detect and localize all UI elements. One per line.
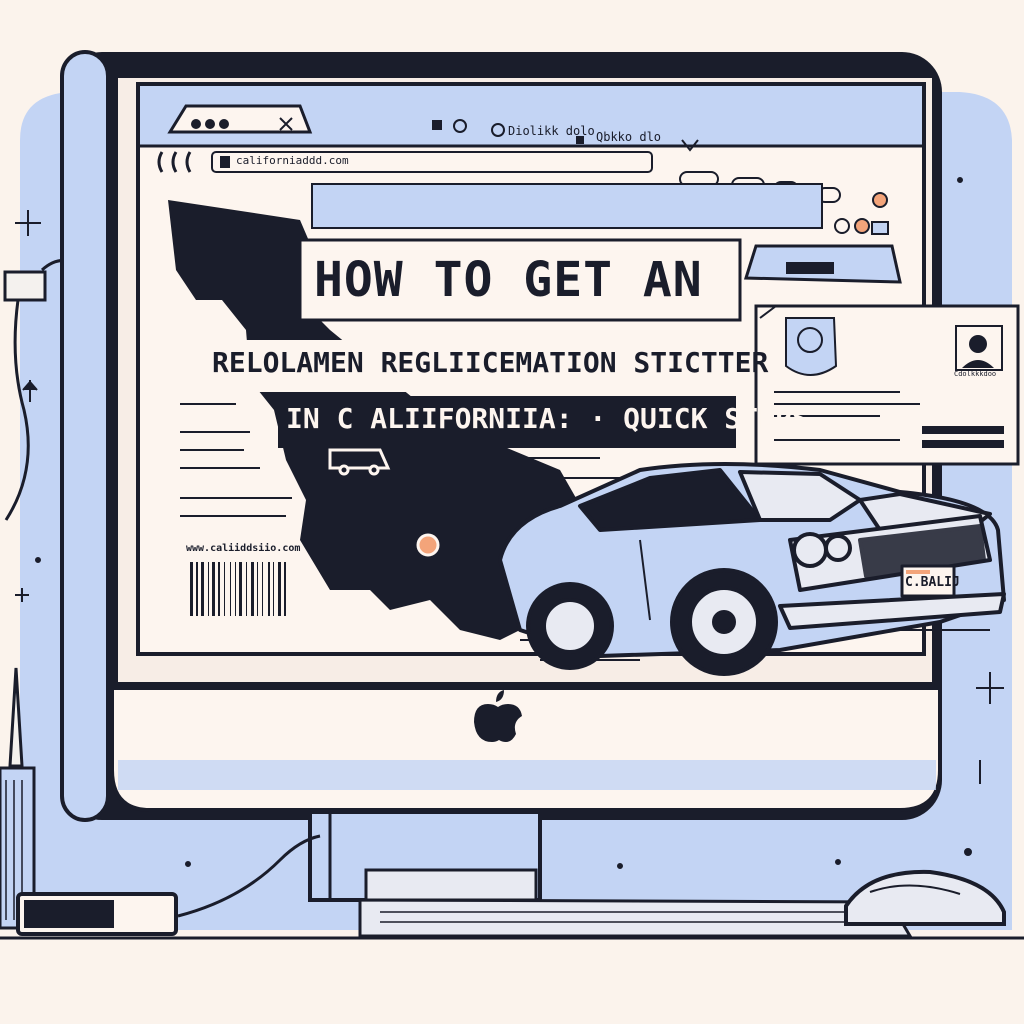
mouse: [844, 869, 1006, 926]
usb-cable: [177, 834, 321, 918]
barcode-bar: [246, 562, 247, 616]
barcode-bar: [224, 562, 225, 616]
tab-dot-icon: [205, 119, 215, 129]
toolbar-arrow-icon[interactable]: [681, 139, 699, 152]
nav-forward-icon[interactable]: [171, 151, 178, 173]
toolbar-clock-icon[interactable]: [453, 119, 467, 133]
headline-band-3: [278, 396, 736, 448]
headline-band-2: [208, 340, 748, 392]
barcode-bar: [268, 562, 270, 616]
headline-line-1: HOW TO GET AN: [314, 252, 703, 308]
car-illustration: [498, 462, 1006, 676]
toolbar-user-icon[interactable]: [491, 123, 505, 137]
barcode-bar: [273, 562, 274, 616]
barcode-bar: [278, 562, 281, 616]
headline-band-1: [298, 238, 742, 322]
toolbar-text: Qbkko dlo: [596, 130, 662, 144]
browser-tab-label[interactable]: Diolikk dolo: [508, 124, 595, 138]
address-bar-text[interactable]: californiaddd.com: [236, 154, 349, 167]
lock-icon: [220, 156, 230, 168]
monitor-chin: [110, 686, 942, 812]
barcode-bar: [239, 562, 242, 616]
state-seal-icon: [785, 317, 838, 376]
window-button-icon[interactable]: [834, 218, 850, 234]
tab-dot-icon: [191, 119, 201, 129]
barcode-bar: [218, 562, 220, 616]
barcode-bar: [235, 562, 236, 616]
browser-tab[interactable]: [167, 104, 313, 134]
barcode-bar: [230, 562, 231, 616]
window-button-icon[interactable]: [872, 192, 888, 208]
location-pin-icon: [416, 533, 440, 557]
barcode-bar: [251, 562, 254, 616]
headline-line-2: RELOLAMEN REGLIICEMATION STICTTER: [212, 346, 769, 379]
headline-line-3: IN C ALIIFORNIIA: · QUICK STEPS: [286, 402, 809, 435]
keyboard: [358, 898, 913, 938]
barcode-bar: [262, 562, 263, 616]
barcode-bar: [212, 562, 215, 616]
van-icon: [328, 448, 391, 476]
barcode-bar: [196, 562, 198, 616]
window-button-icon[interactable]: [871, 221, 889, 235]
window-button-icon[interactable]: [854, 218, 870, 234]
monitor-side: [60, 50, 110, 822]
registration-card: [743, 244, 1020, 466]
barcode: [190, 562, 286, 616]
barcode-bar: [201, 562, 204, 616]
headlight-icon: [792, 532, 828, 568]
tab-close-icon[interactable]: [279, 117, 293, 131]
nav-back-icon[interactable]: [157, 151, 164, 173]
tab-dot-icon: [219, 119, 229, 129]
page-banner: [311, 183, 823, 229]
reload-icon[interactable]: [185, 151, 192, 173]
registration-card-caption: Cdolkkkdoo: [954, 370, 997, 378]
address-bar[interactable]: [211, 151, 653, 173]
apple-logo-icon: [474, 690, 522, 742]
barcode-bar: [257, 562, 258, 616]
footer-url[interactable]: www.caliiddsiio.com: [186, 543, 301, 554]
toolbar-square-icon[interactable]: [432, 120, 442, 130]
toolbar-tile-icon[interactable]: [576, 136, 584, 144]
barcode-bar: [208, 562, 209, 616]
barcode-bar: [284, 562, 286, 616]
barcode-bar: [190, 562, 193, 616]
license-plate-text: C.BALIJ: [905, 575, 960, 590]
